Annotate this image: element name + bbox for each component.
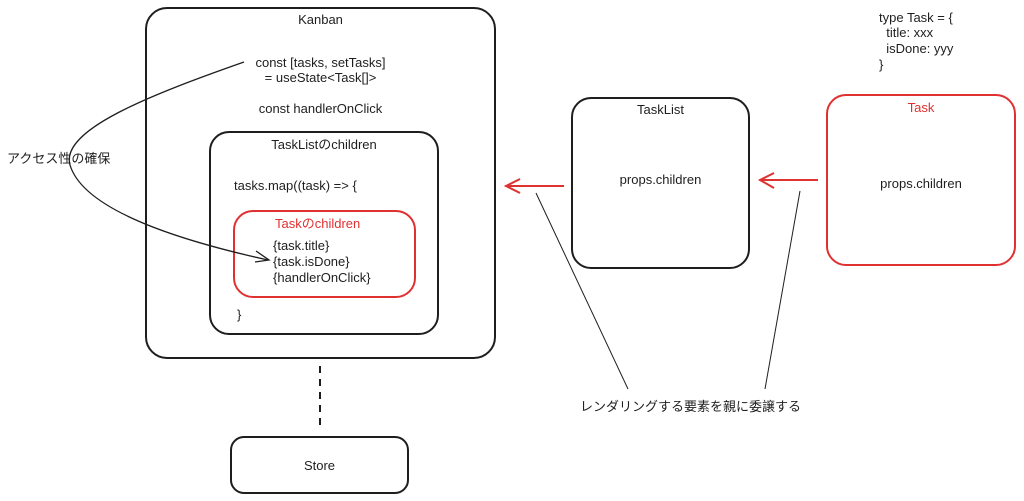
tasklist-to-kanban-arrowhead	[503, 178, 521, 194]
task-children-title: Taskのchildren	[275, 216, 361, 231]
type-def-line-4: }	[879, 57, 884, 72]
task-title-prop: {task.title}	[273, 238, 330, 253]
task-isdone-prop: {task.isDone}	[273, 254, 350, 269]
tasklist-children-title: TaskListのchildren	[271, 137, 377, 152]
type-def-line-1: type Task = {	[879, 10, 953, 25]
task-props-children: props.children	[880, 176, 962, 191]
delegate-leader-right	[764, 190, 801, 390]
handler-declaration: const handlerOnClick	[258, 101, 383, 116]
tasklist-title: TaskList	[637, 102, 684, 117]
tasks-map-close: }	[237, 307, 242, 322]
use-state-line-2: = useState<Task[]>	[264, 70, 377, 85]
task-component-box	[826, 94, 1016, 266]
kanban-title: Kanban	[298, 12, 343, 27]
tasks-map-open: tasks.map((task) => {	[234, 178, 357, 193]
use-state-line-1: const [tasks, setTasks]	[255, 55, 386, 70]
store-box	[230, 436, 409, 494]
store-label: Store	[303, 458, 336, 473]
delegate-annotation: レンダリングする要素を親に委譲する	[580, 400, 802, 415]
handler-prop: {handlerOnClick}	[273, 270, 371, 285]
type-def-line-3: isDone: yyy	[879, 41, 954, 56]
task-title: Task	[907, 100, 935, 115]
accessibility-annotation: アクセス性の確保	[7, 152, 111, 167]
tasklist-props-children: props.children	[619, 172, 702, 187]
task-to-tasklist-arrowhead	[757, 172, 775, 189]
type-def-line-2: title: xxx	[879, 25, 934, 40]
tasklist-component-box	[571, 97, 750, 269]
